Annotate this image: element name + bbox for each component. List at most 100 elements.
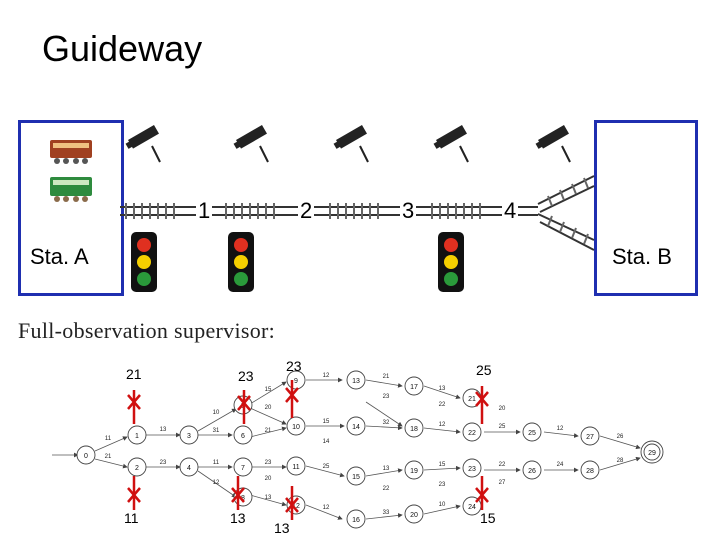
svg-text:12: 12 <box>323 373 330 379</box>
graph-node <box>522 460 542 480</box>
svg-text:9: 9 <box>294 378 298 385</box>
svg-text:27: 27 <box>586 434 594 441</box>
graph-node <box>76 445 96 465</box>
track-icon <box>120 175 595 251</box>
svg-text:4: 4 <box>187 465 191 472</box>
svg-text:11: 11 <box>213 460 220 466</box>
disabled-marker-icon <box>237 390 251 424</box>
svg-text:15: 15 <box>265 387 272 393</box>
svg-text:10: 10 <box>213 410 220 416</box>
svg-text:20: 20 <box>265 476 272 482</box>
disabled-event-label: 23 <box>238 368 254 384</box>
svg-text:22: 22 <box>499 462 506 468</box>
segment-label: 2 <box>298 198 315 224</box>
svg-text:28: 28 <box>586 468 594 475</box>
page-title: Guideway <box>42 28 203 69</box>
svg-text:33: 33 <box>383 510 390 516</box>
svg-text:19: 19 <box>410 468 418 475</box>
graph-node <box>179 457 199 477</box>
segment-label: 1 <box>196 198 213 224</box>
segment-label: 3 <box>400 198 417 224</box>
train-car-bottom-icon <box>50 177 92 202</box>
svg-text:28: 28 <box>617 458 624 464</box>
supervisor-title: Full-observation supervisor: <box>18 318 276 343</box>
graph-node <box>580 426 600 446</box>
svg-text:12: 12 <box>323 505 330 511</box>
graph-node <box>127 425 147 445</box>
svg-text:20: 20 <box>265 405 272 411</box>
disabled-event-label: 13 <box>274 520 290 536</box>
graph-node <box>127 457 147 477</box>
svg-text:0: 0 <box>84 453 88 460</box>
disabled-event-label: 11 <box>124 510 139 526</box>
svg-text:23: 23 <box>383 394 390 400</box>
svg-text:1: 1 <box>135 433 139 440</box>
graph-node <box>346 509 366 529</box>
station-b-label: Sta. B <box>612 244 672 270</box>
disabled-marker-icon <box>127 390 141 424</box>
traffic-light-icon <box>131 232 157 292</box>
svg-text:13: 13 <box>352 378 360 385</box>
camera-icon <box>333 124 369 163</box>
svg-text:10: 10 <box>292 424 300 431</box>
svg-text:24: 24 <box>557 462 564 468</box>
traffic-light-icon <box>438 232 464 292</box>
svg-text:27: 27 <box>499 480 506 486</box>
disabled-event-markers <box>127 380 489 520</box>
svg-text:24: 24 <box>468 504 476 511</box>
graph-edges <box>52 377 641 520</box>
svg-text:23: 23 <box>265 460 272 466</box>
svg-text:15: 15 <box>323 419 330 425</box>
graph-node <box>179 425 199 445</box>
svg-text:16: 16 <box>352 517 360 524</box>
svg-text:22: 22 <box>468 430 476 437</box>
svg-text:25: 25 <box>323 464 330 470</box>
svg-text:12: 12 <box>292 503 300 510</box>
graph-node <box>404 504 424 524</box>
graph-node <box>404 460 424 480</box>
svg-text:11: 11 <box>105 436 112 442</box>
disabled-event-label: 21 <box>126 366 142 382</box>
svg-text:3: 3 <box>187 433 191 440</box>
graph-node <box>462 458 482 478</box>
svg-text:21: 21 <box>383 374 390 380</box>
graph-node <box>462 422 482 442</box>
graph-node <box>404 418 424 438</box>
svg-text:12: 12 <box>439 422 446 428</box>
station-a-label: Sta. A <box>30 244 89 270</box>
svg-text:23: 23 <box>468 466 476 473</box>
graph-node <box>522 422 542 442</box>
graph-node <box>286 416 306 436</box>
camera-icon <box>125 124 161 163</box>
svg-text:20: 20 <box>410 512 418 519</box>
svg-text:22: 22 <box>439 402 446 408</box>
svg-text:13: 13 <box>265 495 272 501</box>
graph-node <box>580 460 600 480</box>
svg-text:17: 17 <box>410 384 418 391</box>
camera-icon <box>535 124 571 163</box>
svg-text:32: 32 <box>383 420 390 426</box>
disabled-marker-icon <box>475 476 489 510</box>
camera-icon <box>433 124 469 163</box>
svg-text:8: 8 <box>241 495 245 502</box>
segment-label: 4 <box>502 198 519 224</box>
svg-text:29: 29 <box>648 450 656 457</box>
graph-node <box>233 425 253 445</box>
svg-text:22: 22 <box>383 486 390 492</box>
svg-text:14: 14 <box>323 439 330 445</box>
svg-text:21: 21 <box>468 396 476 403</box>
svg-text:11: 11 <box>292 464 299 471</box>
svg-text:31: 31 <box>213 428 220 434</box>
svg-text:26: 26 <box>528 468 536 475</box>
svg-text:7: 7 <box>241 465 245 472</box>
svg-text:6: 6 <box>241 433 245 440</box>
disabled-event-label: 23 <box>286 358 302 374</box>
svg-text:18: 18 <box>410 426 418 433</box>
disabled-event-label: 13 <box>230 510 246 526</box>
svg-text:12: 12 <box>557 426 564 432</box>
svg-text:25: 25 <box>528 430 536 437</box>
disabled-event-label: 15 <box>480 510 496 526</box>
svg-text:23: 23 <box>439 482 446 488</box>
svg-text:14: 14 <box>352 424 360 431</box>
